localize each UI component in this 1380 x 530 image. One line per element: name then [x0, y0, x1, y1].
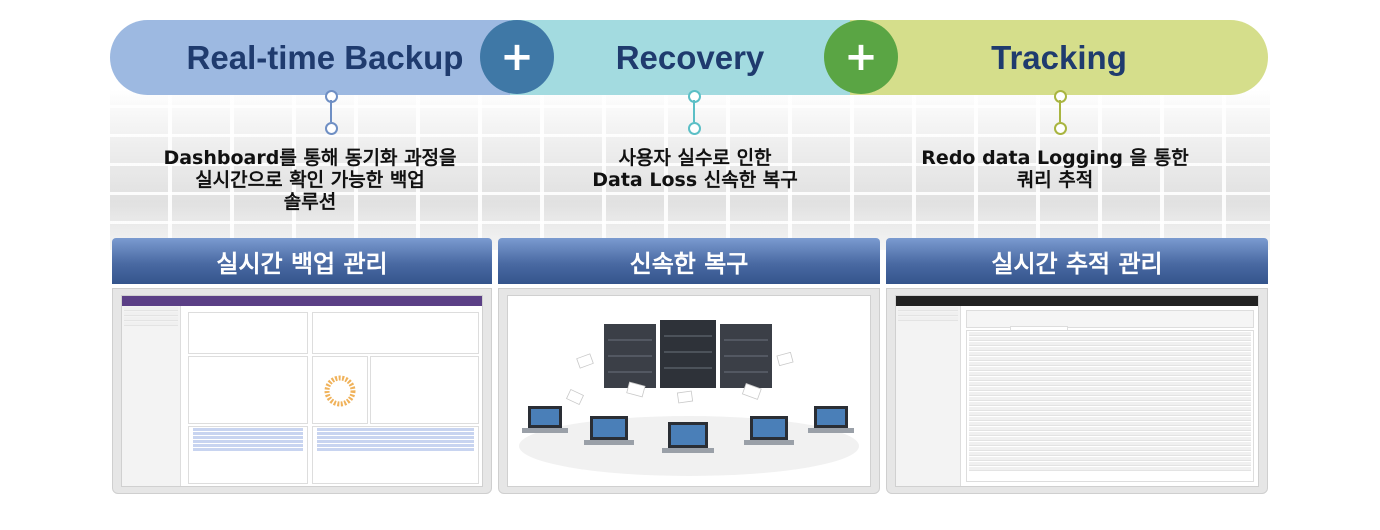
- standby-panel: [312, 312, 479, 354]
- dashboard-screenshot: [121, 295, 483, 487]
- band-real-time-backup: Real-time Backup: [110, 20, 540, 95]
- panel-title-label: 신속한 복구: [629, 249, 749, 278]
- servers-laptops-illustration: [519, 320, 859, 476]
- band-label-recovery: Recovery: [615, 38, 765, 76]
- background-grid-floor: [110, 90, 1270, 250]
- server-rack-icon: [604, 320, 772, 388]
- tracking-topbar: [896, 296, 1258, 306]
- band-recovery: Recovery: [510, 20, 870, 95]
- plus-icon: +: [480, 20, 554, 94]
- synchronizing-panel: [312, 356, 368, 424]
- plus-icon: +: [824, 20, 898, 94]
- description-recovery: 사용자 실수로 인한 Data Loss 신속한 복구: [592, 147, 798, 191]
- panel-title-label: 실시간 추적 관리: [991, 249, 1163, 278]
- connector-dot: [688, 122, 701, 135]
- description-tracking: Redo data Logging 을 통한 쿼리 추적: [921, 147, 1189, 191]
- connector-dot: [1054, 122, 1067, 135]
- band-label-backup: Real-time Backup: [186, 38, 464, 76]
- log-list-panel: [188, 426, 308, 484]
- flying-papers-icon: [566, 351, 794, 406]
- connector-line: [330, 100, 332, 122]
- connector-dot: [325, 122, 338, 135]
- active-panel: [188, 312, 308, 354]
- connector-line: [693, 100, 695, 122]
- panel-title-recovery: 신속한 복구: [498, 238, 880, 284]
- panel-recovery-illustration: [498, 288, 880, 494]
- query-log-table: [966, 330, 1254, 482]
- connector-line: [1059, 100, 1061, 122]
- dashboard-topbar: [122, 296, 482, 306]
- panel-title-backup: 실시간 백업 관리: [112, 238, 492, 284]
- panel-title-tracking: 실시간 추적 관리: [886, 238, 1268, 284]
- status-panel: [188, 356, 308, 424]
- panel-backup-dashboard: [112, 288, 492, 494]
- description-backup: Dashboard를 통해 동기화 과정을 실시간으로 확인 가능한 백업 솔루…: [163, 147, 457, 213]
- band-label-tracking: Tracking: [991, 38, 1127, 76]
- filter-bar: [966, 310, 1254, 328]
- tracking-sidebar: [896, 306, 961, 486]
- panel-title-label: 실시간 백업 관리: [216, 249, 388, 278]
- band-tracking: Tracking: [850, 20, 1268, 95]
- log-list-panel-standby: [312, 426, 479, 484]
- status-panel-standby: [370, 356, 479, 424]
- query-tracking-screenshot: [895, 295, 1259, 487]
- dashboard-sidebar: [122, 306, 181, 486]
- recovery-illustration: [507, 295, 871, 487]
- laptop-icon: [522, 406, 854, 453]
- sync-gauge-icon: [324, 375, 356, 407]
- panel-tracking-query-log: [886, 288, 1268, 494]
